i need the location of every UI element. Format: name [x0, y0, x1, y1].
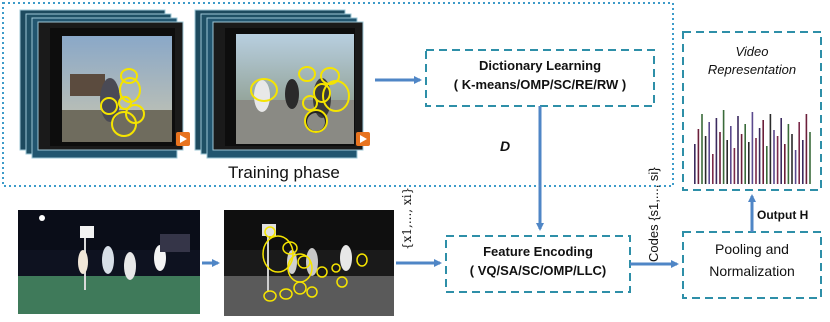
histogram-bar [755, 138, 757, 184]
histogram-bar [773, 130, 775, 184]
dictionary-learning-title: Dictionary Learning [478, 58, 602, 73]
test-video-frame [18, 210, 200, 314]
training-video-stack-1 [19, 9, 190, 159]
histogram-bar [802, 140, 804, 184]
video-representation-line-1: Video [735, 44, 769, 59]
video-representation-line-2: Representation [707, 62, 797, 77]
histogram-bar [805, 114, 808, 184]
codes-label: Codes {s1,..., si} [646, 167, 661, 262]
histogram-bar [791, 134, 793, 184]
histogram [694, 110, 811, 184]
pooling-label: Pooling and Normalization [683, 241, 821, 279]
histogram-bar [794, 150, 797, 184]
test-feature-frame [224, 210, 394, 316]
histogram-bar [726, 140, 728, 184]
histogram-bar [740, 134, 743, 184]
training-phase-region [2, 2, 674, 187]
histogram-bar [784, 144, 786, 184]
histogram-bar [694, 144, 696, 184]
feature-encoding-title: Feature Encoding [483, 244, 593, 259]
histogram-bar [733, 148, 736, 184]
dictionary-learning-label: Dictionary Learning ( K-means/OMP/SC/RE/… [426, 58, 654, 92]
features-label: {x1,..., xi} [400, 186, 414, 250]
histogram-bar [748, 142, 750, 184]
histogram-bar [730, 126, 732, 184]
pooling-line-1: Pooling and [715, 241, 789, 257]
histogram-bar [701, 114, 703, 184]
histogram-bar [751, 112, 754, 184]
histogram-bar [809, 132, 811, 184]
histogram-bar [708, 122, 710, 184]
dictionary-learning-methods: ( K-means/OMP/SC/RE/RW ) [453, 77, 627, 92]
histogram-bar [712, 154, 714, 184]
histogram-bar [762, 120, 764, 184]
histogram-bar [715, 118, 718, 184]
feature-encoding-methods: ( VQ/SA/SC/OMP/LLC) [469, 263, 607, 278]
feature-encoding-box [445, 235, 631, 293]
histogram-bar [697, 129, 700, 184]
histogram-bar [744, 124, 746, 184]
histogram-bar [776, 136, 779, 184]
output-label: Output H [757, 208, 809, 222]
histogram-bar [719, 132, 721, 184]
histogram-bar [769, 114, 772, 184]
training-video-stack-2 [194, 9, 370, 159]
histogram-bar [766, 146, 768, 184]
pooling-line-2: Normalization [709, 263, 795, 279]
histogram-bar [780, 118, 782, 184]
histogram-bar [737, 116, 739, 184]
histogram-bar [787, 124, 790, 184]
video-representation-label: Video Representation [683, 44, 821, 77]
histogram-bar [798, 122, 800, 184]
feature-encoding-label: Feature Encoding ( VQ/SA/SC/OMP/LLC) [446, 244, 630, 278]
histogram-bar [722, 110, 725, 184]
histogram-bar [704, 136, 707, 184]
dictionary-output-label: D [500, 138, 511, 154]
training-phase-label: Training phase [228, 163, 340, 182]
histogram-bar [758, 128, 761, 184]
